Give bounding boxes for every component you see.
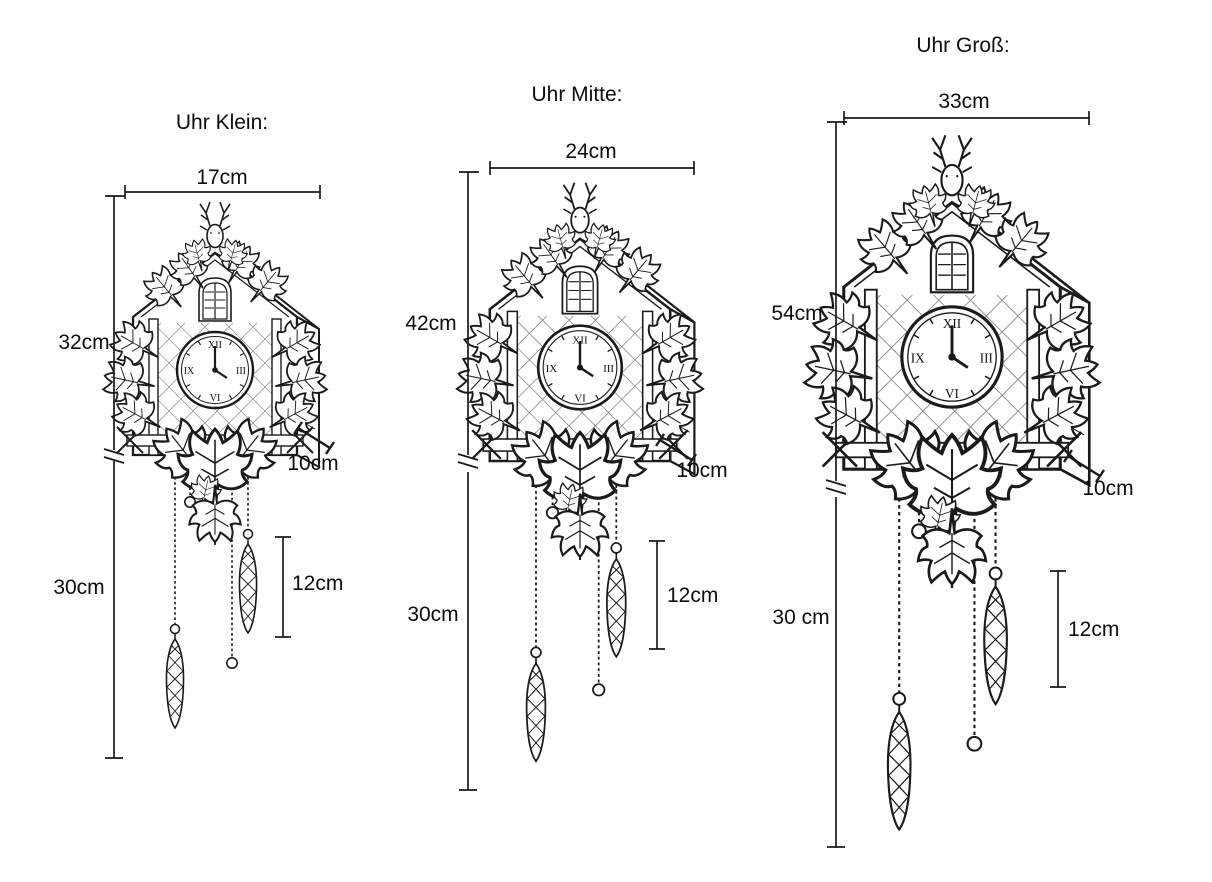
weight-dimension-label: 12cm — [667, 584, 718, 607]
width-dimension: 17cm — [124, 166, 321, 199]
hang-length-label: 30cm — [53, 576, 104, 599]
weight-dimension: 12cm — [275, 536, 343, 638]
depth-dimension: 10cm — [1063, 449, 1134, 500]
height-dimension-label: 32cm — [58, 331, 109, 354]
height-dimension: 54cm — [771, 121, 847, 495]
cuckoo-clock-drawing-medium — [454, 183, 707, 762]
hang-length-dimension: 30cm — [53, 461, 123, 759]
width-dimension: 33cm — [843, 90, 1090, 125]
figure-title: Uhr Mitte: — [531, 83, 622, 106]
height-dimension: 42cm — [405, 171, 479, 469]
depth-dimension: 10cm — [655, 433, 728, 482]
height-dimension-label: 42cm — [405, 312, 456, 335]
depth-dimension-label: 10cm — [676, 459, 727, 482]
figure-title: Uhr Klein: — [176, 111, 268, 134]
hang-length-dimension: 30 cm — [772, 497, 845, 848]
width-dimension-label: 17cm — [196, 166, 247, 189]
weight-dimension: 12cm — [1050, 570, 1119, 688]
height-dimension: 32cm — [58, 195, 125, 464]
weight-dimension-label: 12cm — [1068, 618, 1119, 641]
hang-length-label: 30 cm — [772, 606, 829, 629]
figure-mitte: Uhr Mitte: 24cm 42cm 30cm 10cm 12cm — [405, 83, 728, 791]
depth-dimension-label: 10cm — [287, 452, 338, 475]
width-dimension-label: 24cm — [565, 140, 616, 163]
cuckoo-clock-drawing-large — [800, 135, 1104, 829]
depth-dimension-label: 10cm — [1082, 477, 1133, 500]
hang-length-label: 30cm — [407, 603, 458, 626]
figure-klein: Uhr Klein: 17cm 32cm 30cm 10cm 12cm — [53, 111, 343, 759]
depth-dimension: 10cm — [287, 421, 339, 475]
weight-dimension: 12cm — [649, 540, 718, 650]
width-dimension: 24cm — [489, 140, 695, 175]
figure-gross: Uhr Groß: 33cm 54cm 30 cm 10cm 12cm — [771, 34, 1134, 848]
width-dimension-label: 33cm — [938, 90, 989, 113]
height-dimension-label: 54cm — [771, 302, 822, 325]
weight-dimension-label: 12cm — [292, 572, 343, 595]
figure-title: Uhr Groß: — [916, 34, 1009, 57]
hang-length-dimension: 30cm — [407, 472, 477, 791]
